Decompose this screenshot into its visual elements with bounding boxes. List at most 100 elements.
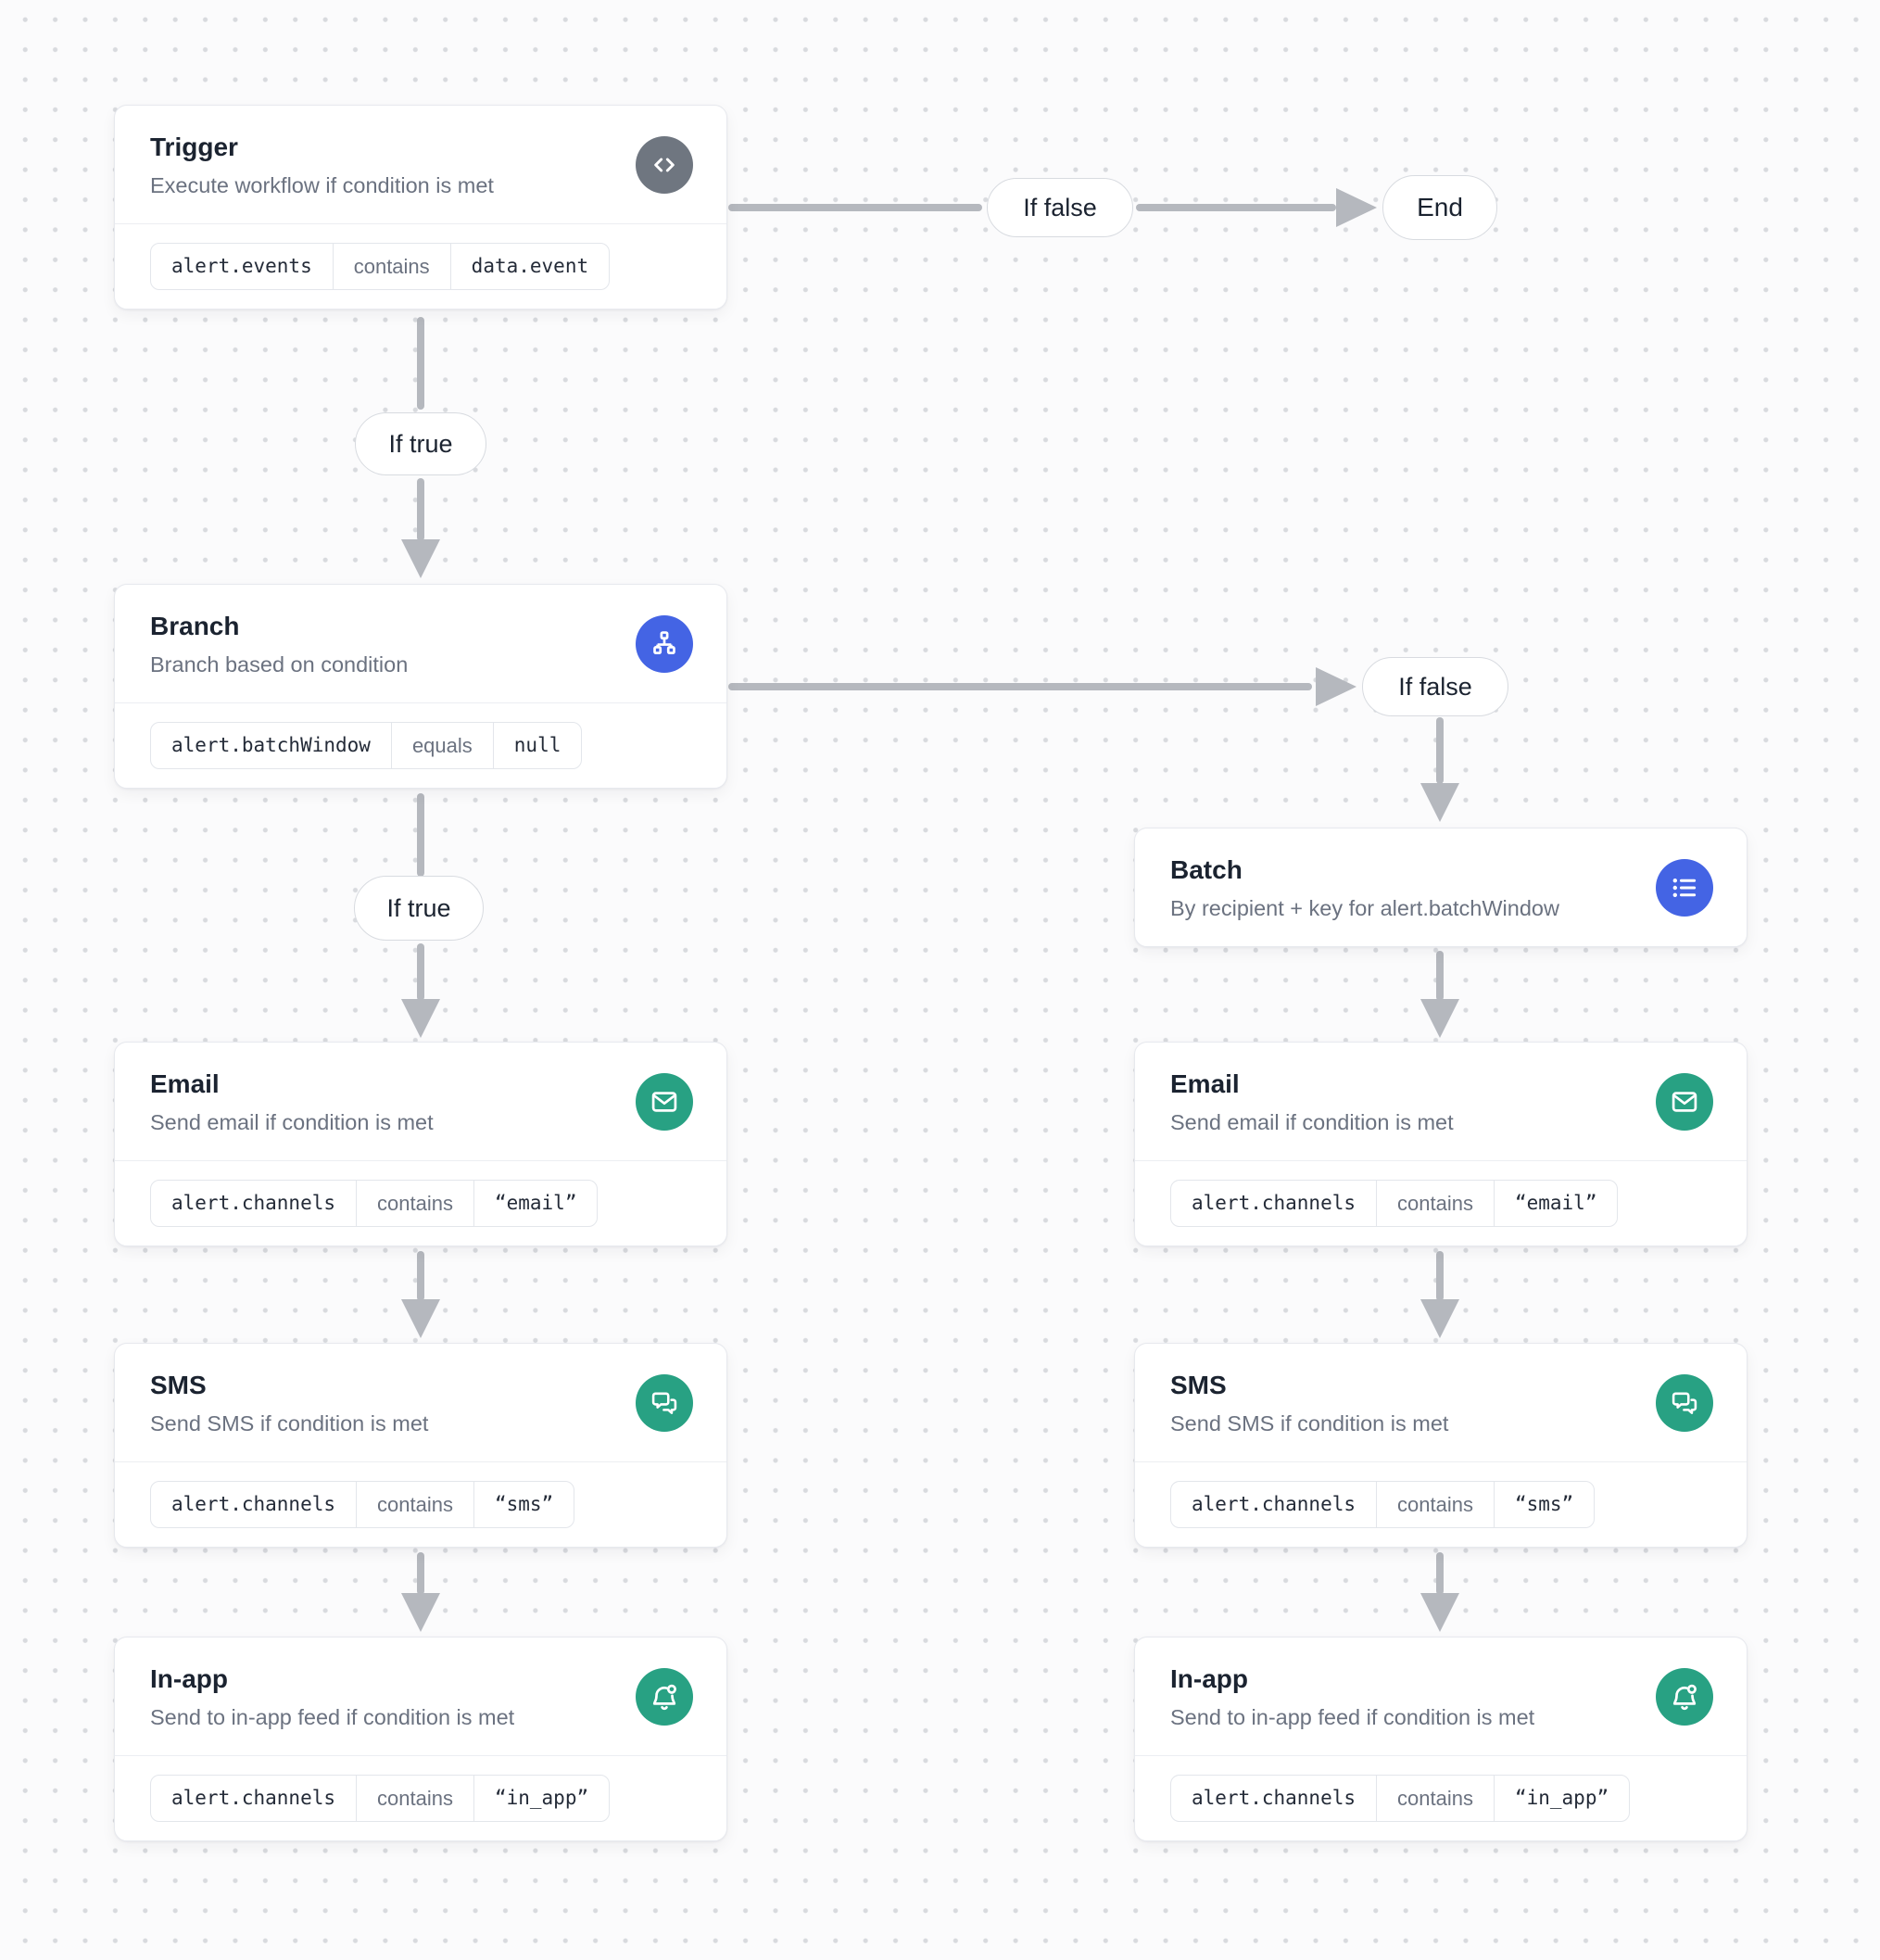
- node-subtitle: Send email if condition is met: [1170, 1110, 1454, 1134]
- condition-field: alert.channels: [171, 1192, 336, 1214]
- condition-chip[interactable]: alert.events contains data.event: [150, 243, 611, 290]
- connector-email-left-to-sms-left: [401, 1251, 440, 1338]
- condition-operator: contains: [332, 244, 451, 289]
- node-header: Email Send email if condition is met: [115, 1043, 726, 1160]
- node-conditions: alert.channels contains “email”: [115, 1160, 726, 1246]
- node-conditions: alert.channels contains “in_app”: [1135, 1755, 1747, 1840]
- node-title: Branch: [150, 612, 240, 640]
- node-subtitle: Send email if condition is met: [150, 1110, 434, 1134]
- condition-field: alert.events: [171, 255, 312, 277]
- condition-value: “email”: [494, 1192, 577, 1214]
- condition-value: “sms”: [494, 1493, 554, 1515]
- chat-icon: [636, 1373, 693, 1432]
- node-header: Trigger Execute workflow if condition is…: [115, 106, 726, 223]
- condition-value: “sms”: [1514, 1493, 1574, 1515]
- condition-operator: contains: [356, 1181, 474, 1226]
- node-title: SMS: [1170, 1371, 1227, 1399]
- condition-field: alert.channels: [171, 1493, 336, 1515]
- node-trigger[interactable]: Trigger Execute workflow if condition is…: [114, 105, 727, 310]
- node-title: Email: [150, 1069, 220, 1098]
- node-title: In-app: [150, 1664, 228, 1693]
- connector-sms-right-to-inapp-right: [1420, 1552, 1459, 1632]
- node-subtitle: By recipient + key for alert.batchWindow: [1170, 896, 1559, 920]
- condition-chip[interactable]: alert.channels contains “sms”: [150, 1481, 575, 1528]
- connector-if-false-to-batch: [1420, 717, 1459, 822]
- condition-operator: contains: [356, 1776, 474, 1821]
- node-branch[interactable]: Branch Branch based on condition alert.b…: [114, 584, 727, 789]
- connector-if-true-to-branch: [401, 478, 440, 578]
- node-title: Batch: [1170, 855, 1243, 884]
- node-inapp-right[interactable]: In-app Send to in-app feed if condition …: [1134, 1637, 1748, 1841]
- edge-label-if-false: If false: [987, 178, 1133, 237]
- condition-chip[interactable]: alert.batchWindow equals null: [150, 722, 583, 769]
- condition-value: “email”: [1514, 1192, 1597, 1214]
- condition-field: alert.batchWindow: [171, 734, 371, 756]
- node-email-left[interactable]: Email Send email if condition is met ale…: [114, 1042, 727, 1246]
- node-conditions: alert.batchWindow equals null: [115, 702, 726, 788]
- mail-icon: [636, 1072, 693, 1131]
- condition-value: null: [513, 734, 561, 756]
- condition-value: data.event: [471, 255, 589, 277]
- node-header: In-app Send to in-app feed if condition …: [115, 1638, 726, 1755]
- connector-sms-left-to-inapp-left: [401, 1552, 440, 1632]
- edge-label-if-false: If false: [1362, 657, 1508, 716]
- condition-chip[interactable]: alert.channels contains “in_app”: [150, 1775, 611, 1822]
- condition-operator: contains: [1376, 1181, 1495, 1226]
- node-subtitle: Send to in-app feed if condition is met: [150, 1705, 515, 1729]
- condition-chip[interactable]: alert.channels contains “email”: [150, 1180, 599, 1227]
- node-conditions: alert.channels contains “sms”: [1135, 1461, 1747, 1547]
- edge-label-if-true: If true: [354, 876, 484, 941]
- condition-field: alert.channels: [1192, 1493, 1356, 1515]
- node-header: Email Send email if condition is met: [1135, 1043, 1747, 1160]
- node-title: SMS: [150, 1371, 207, 1399]
- condition-chip[interactable]: alert.channels contains “email”: [1170, 1180, 1619, 1227]
- node-subtitle: Send SMS if condition is met: [1170, 1411, 1449, 1435]
- bell-icon: [1656, 1667, 1713, 1726]
- node-title: Email: [1170, 1069, 1240, 1098]
- edge-label-if-true: If true: [355, 412, 486, 475]
- bell-icon: [636, 1667, 693, 1726]
- node-conditions: alert.events contains data.event: [115, 223, 726, 309]
- condition-chip[interactable]: alert.channels contains “sms”: [1170, 1481, 1596, 1528]
- node-title: In-app: [1170, 1664, 1248, 1693]
- node-end[interactable]: End: [1382, 175, 1497, 240]
- mail-icon: [1656, 1072, 1713, 1131]
- connector-if-true-to-email-left: [401, 943, 440, 1038]
- condition-field: alert.channels: [1192, 1192, 1356, 1214]
- node-conditions: alert.channels contains “email”: [1135, 1160, 1747, 1246]
- connector-branch-to-if-false: [728, 667, 1356, 706]
- condition-operator: contains: [1376, 1482, 1495, 1527]
- condition-operator: contains: [356, 1482, 474, 1527]
- connector-email-right-to-sms-right: [1420, 1251, 1459, 1338]
- connector-batch-to-email-right: [1420, 951, 1459, 1038]
- list-icon: [1656, 858, 1713, 917]
- node-sms-right[interactable]: SMS Send SMS if condition is met alert.c…: [1134, 1343, 1748, 1548]
- node-header: Batch By recipient + key for alert.batch…: [1135, 828, 1747, 946]
- condition-field: alert.channels: [1192, 1787, 1356, 1809]
- condition-operator: equals: [390, 723, 494, 768]
- chat-icon: [1656, 1373, 1713, 1432]
- node-title: Trigger: [150, 133, 238, 161]
- node-header: SMS Send SMS if condition is met: [115, 1344, 726, 1461]
- node-header: In-app Send to in-app feed if condition …: [1135, 1638, 1747, 1755]
- condition-chip[interactable]: alert.channels contains “in_app”: [1170, 1775, 1631, 1822]
- node-conditions: alert.channels contains “sms”: [115, 1461, 726, 1547]
- node-subtitle: Execute workflow if condition is met: [150, 173, 494, 197]
- node-subtitle: Branch based on condition: [150, 652, 409, 677]
- node-subtitle: Send to in-app feed if condition is met: [1170, 1705, 1535, 1729]
- node-batch[interactable]: Batch By recipient + key for alert.batch…: [1134, 828, 1748, 947]
- node-conditions: alert.channels contains “in_app”: [115, 1755, 726, 1840]
- condition-operator: contains: [1376, 1776, 1495, 1821]
- node-email-right[interactable]: Email Send email if condition is met ale…: [1134, 1042, 1748, 1246]
- node-inapp-left[interactable]: In-app Send to in-app feed if condition …: [114, 1637, 727, 1841]
- sitemap-icon: [636, 614, 693, 673]
- node-sms-left[interactable]: SMS Send SMS if condition is met alert.c…: [114, 1343, 727, 1548]
- node-header: SMS Send SMS if condition is met: [1135, 1344, 1747, 1461]
- condition-field: alert.channels: [171, 1787, 336, 1809]
- condition-value: “in_app”: [1514, 1787, 1609, 1809]
- connector-if-false-to-end: [1136, 188, 1377, 227]
- code-icon: [636, 135, 693, 194]
- node-header: Branch Branch based on condition: [115, 585, 726, 702]
- condition-value: “in_app”: [494, 1787, 589, 1809]
